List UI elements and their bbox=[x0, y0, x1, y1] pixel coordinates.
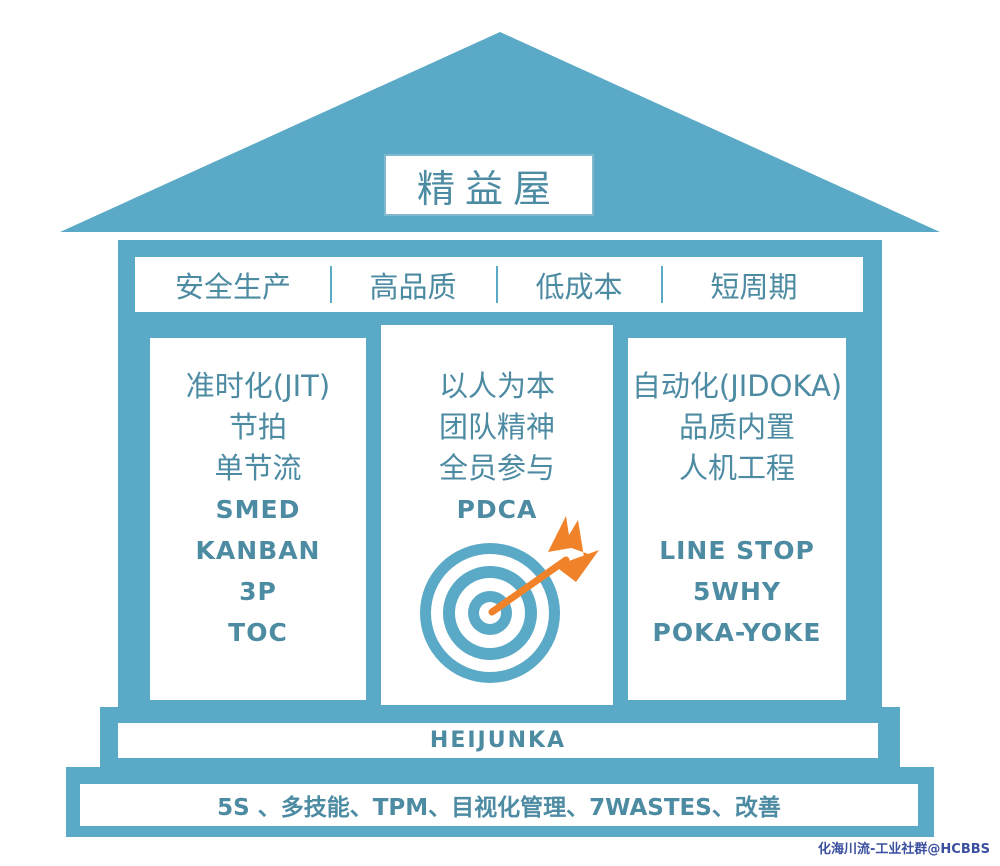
pillar-right-panel bbox=[628, 338, 846, 700]
pillar-left-line: TOC bbox=[228, 618, 288, 647]
pillar-left-line: SMED bbox=[215, 495, 301, 524]
foundation-upper-band bbox=[118, 723, 878, 758]
pillar-left-line: 准时化(JIT) bbox=[185, 369, 331, 403]
pillar-center-line: 全员参与 bbox=[438, 451, 555, 485]
goal-leadtime: 短周期 bbox=[710, 270, 798, 304]
pillar-center-line: 以人为本 bbox=[438, 369, 555, 403]
foundation-heijunka: HEIJUNKA bbox=[429, 728, 567, 753]
pillar-left-line: 单节流 bbox=[214, 451, 302, 485]
pillar-right-line: LINE STOP bbox=[659, 536, 815, 565]
watermark: 化海川流-工业社群@HCBBS bbox=[818, 842, 990, 857]
goals-bar bbox=[135, 257, 863, 312]
pillar-right-line: 人机工程 bbox=[678, 451, 795, 485]
goal-quality: 高品质 bbox=[369, 270, 457, 304]
pillar-center-line: PDCA bbox=[456, 495, 538, 524]
title-box bbox=[384, 154, 594, 216]
pillar-right-line: POKA-YOKE bbox=[652, 618, 822, 647]
roof bbox=[60, 32, 940, 232]
pillar-right-line: 自动化(JIDOKA) bbox=[631, 369, 843, 403]
foundation-lower-band bbox=[80, 784, 918, 826]
pillar-left-line: KANBAN bbox=[195, 536, 321, 565]
pillar-right-line: 品质内置 bbox=[678, 410, 795, 444]
pillar-left-panel bbox=[150, 338, 366, 700]
pillar-center: 以人为本 团队精神 全员参与 PDCA bbox=[381, 366, 613, 530]
goal-safety: 安全生产 bbox=[174, 270, 291, 304]
goal-cost: 低成本 bbox=[535, 270, 623, 304]
pillar-right-line: 5WHY bbox=[693, 577, 781, 606]
page-title: 精益屋 bbox=[416, 166, 561, 211]
pillar-left: 准时化(JIT) 节拍 单节流 SMED KANBAN 3P TOC bbox=[150, 366, 366, 653]
arrow-icon bbox=[488, 516, 599, 616]
pillar-left-line: 节拍 bbox=[228, 410, 287, 444]
foundation-basics: 5S 、多技能、TPM、目视化管理、7WASTES、改善 bbox=[217, 795, 781, 821]
pillar-center-line: 团队精神 bbox=[438, 410, 555, 444]
pillar-right: 自动化(JIDOKA) 品质内置 人机工程 LINE STOP 5WHY POK… bbox=[628, 366, 846, 653]
pillar-left-line: 3P bbox=[239, 577, 277, 606]
